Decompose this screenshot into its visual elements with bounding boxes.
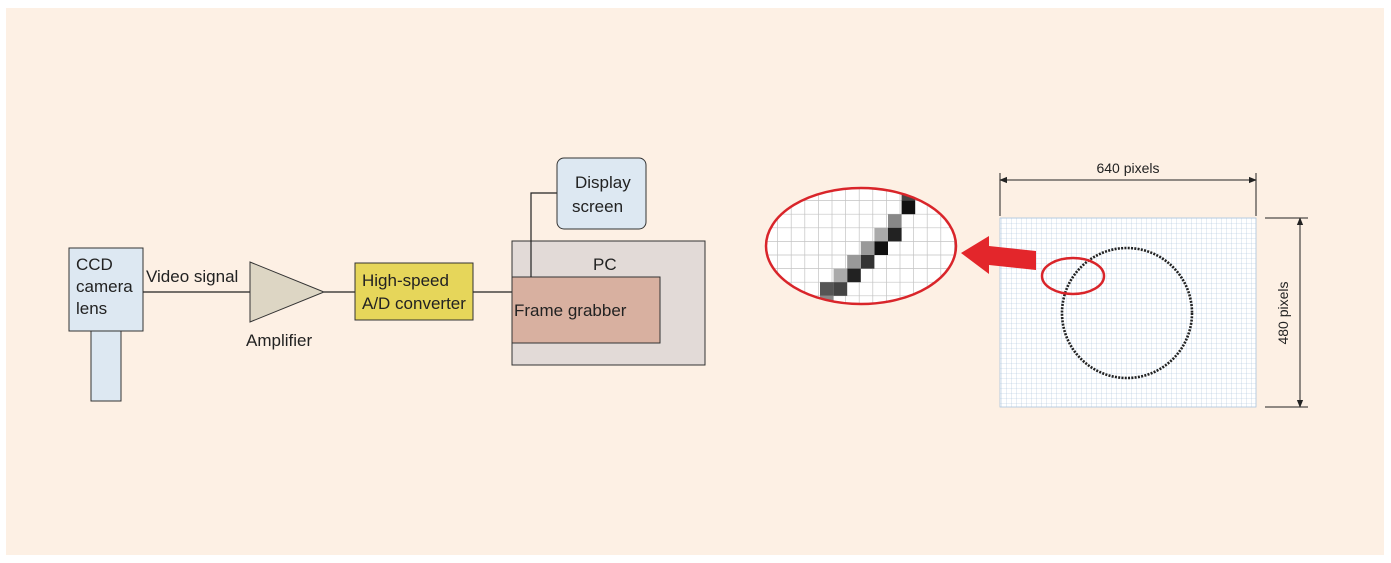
display-screen-box bbox=[556, 157, 647, 230]
height-dimension-label: 480 pixels bbox=[1275, 281, 1291, 344]
pc-label: PC bbox=[593, 255, 617, 274]
display-screen-label-line-2: screen bbox=[572, 197, 623, 216]
zoom-pixel bbox=[847, 255, 861, 269]
zoom-pixel bbox=[833, 268, 848, 283]
width-dimension-label: 640 pixels bbox=[1096, 160, 1159, 176]
zoom-view bbox=[764, 186, 958, 323]
zoom-pixel bbox=[888, 227, 902, 242]
amplifier-symbol bbox=[249, 261, 326, 323]
pixel-grid bbox=[999, 217, 1257, 408]
zoom-pixel bbox=[833, 282, 848, 296]
camera-body bbox=[68, 247, 144, 332]
frame-grabber-box bbox=[511, 276, 661, 344]
detected-circle bbox=[1060, 246, 1194, 380]
ad-converter-label: High-speed A/D converter bbox=[362, 271, 466, 313]
diagram-canvas: CCD camera lens Video signal Amplifier H… bbox=[6, 8, 1384, 555]
ad-converter-label-line-2: A/D converter bbox=[362, 294, 466, 313]
zoom-pixel bbox=[820, 309, 834, 323]
display-screen-label-line-1: Display bbox=[575, 173, 631, 192]
camera-stand bbox=[90, 327, 122, 402]
zoom-pixel bbox=[874, 227, 888, 242]
camera-label: CCD camera lens bbox=[76, 255, 137, 318]
diagram-svg: CCD camera lens Video signal Amplifier H… bbox=[68, 157, 1308, 408]
camera-label-line-3: lens bbox=[76, 299, 107, 318]
zoom-pixel bbox=[847, 268, 861, 283]
amplifier-label: Amplifier bbox=[246, 331, 312, 350]
display-screen-label: Display screen bbox=[572, 173, 635, 216]
ad-converter-box bbox=[354, 262, 474, 321]
camera-label-line-2: camera bbox=[76, 277, 133, 296]
grabber-display-wire bbox=[530, 192, 557, 277]
zoom-pixel bbox=[860, 241, 875, 255]
video-signal-label: Video signal bbox=[146, 267, 238, 286]
zoom-pixel bbox=[888, 214, 902, 228]
ad-converter-label-line-1: High-speed bbox=[362, 271, 449, 290]
zoom-pixel bbox=[901, 200, 916, 215]
region-of-interest-ellipse bbox=[1040, 256, 1106, 296]
zoom-pixel bbox=[860, 255, 875, 269]
zoom-pixel bbox=[820, 282, 834, 296]
zoom-pixel bbox=[874, 241, 888, 255]
zoom-ellipse-border bbox=[764, 186, 958, 306]
frame-grabber-label: Frame grabber bbox=[514, 301, 627, 320]
magnify-arrow bbox=[961, 236, 1036, 274]
camera-label-line-1: CCD bbox=[76, 255, 113, 274]
